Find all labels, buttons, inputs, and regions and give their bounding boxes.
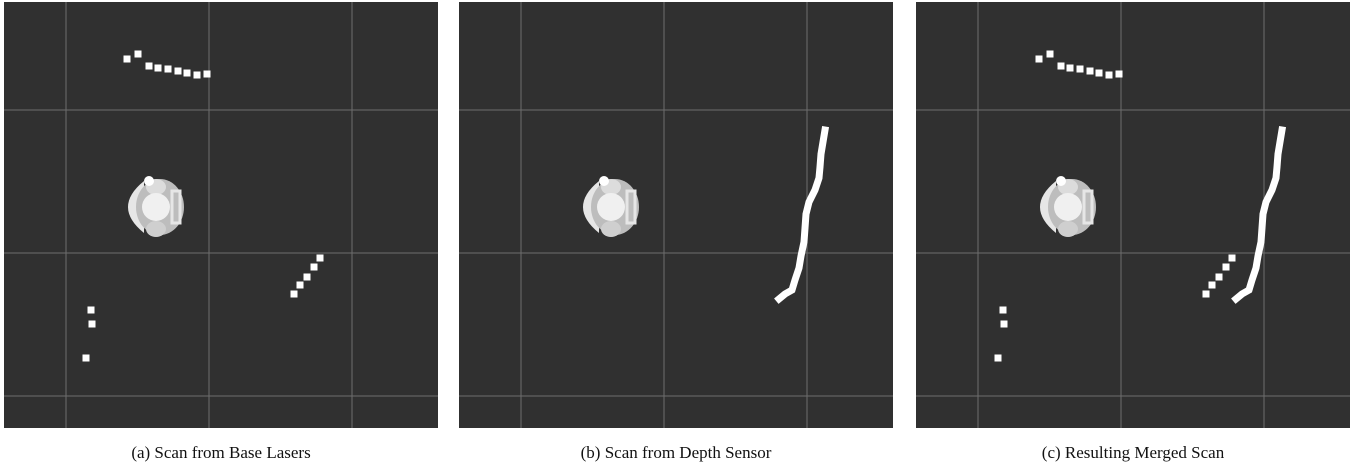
laser-scan-point — [1057, 62, 1065, 70]
robot-model — [128, 176, 184, 237]
laser-scan-point — [303, 273, 311, 281]
robot-shoulder-right — [601, 221, 621, 237]
robot-rear-frame — [625, 189, 637, 225]
laser-scan-point — [1105, 71, 1113, 79]
laser-scan-point — [1035, 55, 1043, 63]
laser-scan-point — [1000, 320, 1008, 328]
robot-model — [583, 176, 639, 237]
laser-scan-point — [296, 281, 304, 289]
laser-scan-point — [310, 263, 318, 271]
laser-scan-point — [88, 320, 96, 328]
robot-rear-frame — [170, 189, 182, 225]
laser-scan-point — [1076, 65, 1084, 73]
laser-scan-point — [1095, 69, 1103, 77]
panel-background — [916, 2, 1350, 428]
laser-scan-point — [203, 70, 211, 78]
panel-background — [459, 2, 893, 428]
laser-scan-point — [145, 62, 153, 70]
laser-scan-point — [1086, 67, 1094, 75]
scan-view-a — [4, 2, 438, 428]
laser-scan-point — [123, 55, 131, 63]
laser-scan-point — [154, 64, 162, 72]
laser-scan-point — [1066, 64, 1074, 72]
laser-scan-point — [1115, 70, 1123, 78]
panel-background — [4, 2, 438, 428]
scan-view-b — [459, 2, 893, 428]
depth-scan-line — [774, 125, 830, 304]
laser-scan-point — [183, 69, 191, 77]
laser-scan-point — [134, 50, 142, 58]
robot-head — [142, 193, 170, 221]
laser-scan-point — [999, 306, 1007, 314]
laser-scan-point — [1228, 254, 1236, 262]
laser-scan-point — [164, 65, 172, 73]
scan-panel-base-lasers — [4, 2, 438, 428]
laser-scan-point — [82, 354, 90, 362]
robot-head — [597, 193, 625, 221]
laser-scan-point — [1046, 50, 1054, 58]
laser-scan-point — [174, 67, 182, 75]
scan-panel-merged — [916, 2, 1350, 428]
caption-b: (b) Scan from Depth Sensor — [580, 443, 772, 462]
laser-scan-point — [290, 290, 298, 298]
scan-panel-depth-sensor — [459, 2, 893, 428]
laser-scan-point — [316, 254, 324, 262]
robot-top-knob — [1056, 176, 1066, 186]
robot-top-knob — [144, 176, 154, 186]
robot-shoulder-right — [146, 221, 166, 237]
scan-view-c — [916, 2, 1350, 428]
robot-model — [1040, 176, 1096, 237]
robot-head — [1054, 193, 1082, 221]
caption-c: (c) Resulting Merged Scan — [1041, 443, 1225, 462]
caption-a: (a) Scan from Base Lasers — [131, 443, 311, 462]
robot-rear-frame — [1082, 189, 1094, 225]
laser-scan-point — [994, 354, 1002, 362]
laser-scan-point — [1215, 273, 1223, 281]
robot-shoulder-right — [1058, 221, 1078, 237]
laser-scan-point — [87, 306, 95, 314]
robot-top-knob — [599, 176, 609, 186]
laser-scan-point — [1202, 290, 1210, 298]
laser-scan-point — [193, 71, 201, 79]
depth-scan-line — [1231, 125, 1287, 304]
laser-scan-point — [1222, 263, 1230, 271]
laser-scan-point — [1208, 281, 1216, 289]
